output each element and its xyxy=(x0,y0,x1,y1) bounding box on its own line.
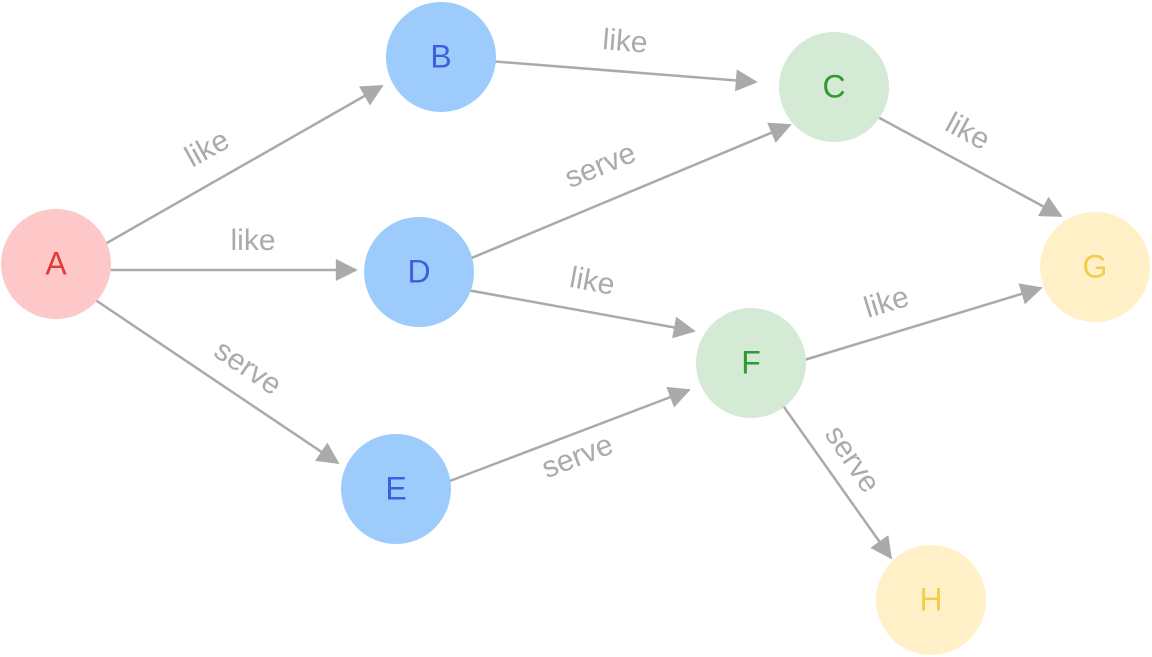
node-circle xyxy=(696,308,806,418)
node-h: H xyxy=(876,545,986,655)
edge-label: serve xyxy=(537,428,617,485)
node-d: D xyxy=(364,217,474,327)
node-label: D xyxy=(407,253,430,289)
node-circle xyxy=(386,2,496,112)
edge-label: serve xyxy=(208,334,287,402)
edge-arrow xyxy=(433,386,691,489)
edge-arrow xyxy=(97,84,384,250)
node-circle xyxy=(779,32,889,142)
edge-label: like xyxy=(230,224,275,257)
node-label: H xyxy=(919,581,942,617)
node-circle xyxy=(876,545,986,655)
edge-label: serve xyxy=(560,136,640,195)
node-label: E xyxy=(385,470,406,506)
node-label: B xyxy=(430,38,451,74)
node-label: G xyxy=(1083,248,1108,284)
node-circle xyxy=(341,434,451,544)
edge-label: like xyxy=(860,280,913,325)
edge-d-c: serve xyxy=(461,122,792,264)
edges-layer: like like serve like serve like serve like like s… xyxy=(81,23,1063,560)
node-f: F xyxy=(696,308,806,418)
edge-arrow xyxy=(488,59,758,92)
node-c: C xyxy=(779,32,889,142)
node-circle xyxy=(1,209,111,319)
node-label: C xyxy=(822,68,845,104)
edge-arrow xyxy=(461,122,792,264)
edge-arrow xyxy=(873,113,1063,218)
edge-f-g: like xyxy=(790,280,1043,366)
edge-a-e: serve xyxy=(81,289,340,465)
node-label: F xyxy=(741,344,761,380)
edge-arrow xyxy=(444,284,696,339)
node-circle xyxy=(364,217,474,327)
edge-label: like xyxy=(180,123,235,174)
edge-arrow xyxy=(765,382,893,560)
node-g: G xyxy=(1040,212,1150,322)
edge-arrow xyxy=(81,289,340,465)
edge-d-f: like xyxy=(444,261,696,339)
edge-label: like xyxy=(940,106,995,156)
edge-a-d: like xyxy=(96,224,358,281)
node-label: A xyxy=(45,245,67,281)
edge-e-f: serve xyxy=(433,386,691,489)
edge-label: like xyxy=(601,23,648,59)
node-e: E xyxy=(341,434,451,544)
node-b: B xyxy=(386,2,496,112)
edge-label: like xyxy=(567,261,617,302)
node-a: A xyxy=(1,209,111,319)
node-circle xyxy=(1040,212,1150,322)
edge-b-c: like xyxy=(488,23,758,92)
edge-arrow xyxy=(790,283,1043,366)
edge-c-g: like xyxy=(873,106,1063,218)
edge-f-h: serve xyxy=(765,382,893,560)
edge-label: serve xyxy=(818,419,886,498)
